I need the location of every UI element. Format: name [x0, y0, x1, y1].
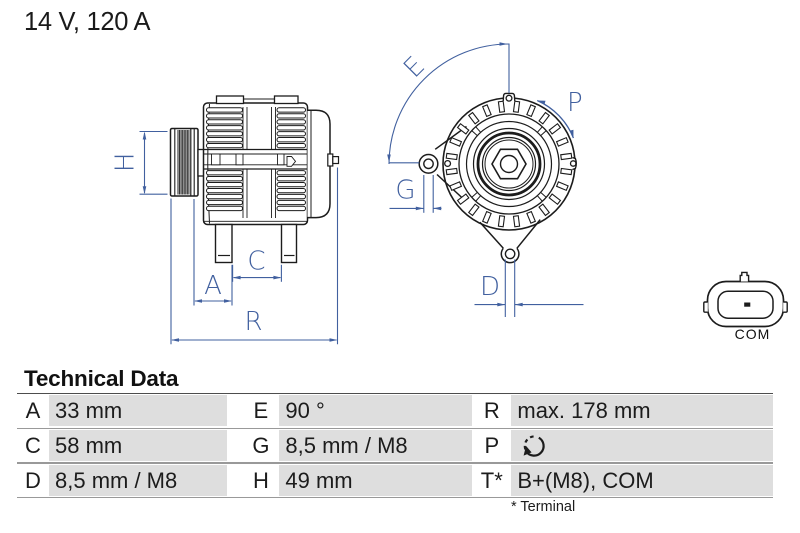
technical-drawing: H A C R E P G D: [111, 42, 788, 345]
rotation-direction-icon: [523, 434, 546, 457]
table-row-separator: [17, 496, 773, 499]
table-value-cell: [511, 430, 773, 462]
table-key-cell: C: [17, 430, 49, 462]
pulley: [169, 127, 199, 197]
table-value-cell: 58 mm: [49, 430, 228, 462]
b-plus-terminal: [327, 153, 340, 167]
dim-label-e: E: [398, 51, 431, 84]
table-value-cell: 90 °: [279, 395, 473, 427]
connector-label: COM: [734, 326, 771, 342]
table-key-cell: E: [227, 395, 280, 427]
dim-label-d: D: [480, 272, 500, 302]
table-value-cell: 8,5 mm / M8: [279, 430, 473, 462]
table-title: Technical Data: [24, 366, 179, 391]
table-key-cell: A: [17, 395, 49, 427]
dim-label-r: R: [244, 307, 262, 337]
table-row-separator: [17, 462, 773, 464]
side-view-drawing: [169, 95, 340, 264]
terminal-footnote: * Terminal: [511, 499, 576, 515]
stator-housing: [202, 95, 309, 226]
product-rating: 14 V, 120 A: [24, 8, 151, 36]
side-view-dimensions: [139, 130, 339, 345]
table-value-cell: 33 mm: [49, 395, 228, 427]
table-value-cell: 8,5 mm / M8: [49, 464, 228, 496]
dim-label-h: H: [111, 153, 141, 173]
table-key-cell: H: [227, 464, 280, 496]
table-row-separator: [17, 427, 773, 429]
table-key-cell: R: [472, 395, 512, 427]
rear-cover: [307, 109, 331, 219]
dim-label-a: A: [204, 271, 222, 301]
table-value-cell: B+(M8), COM: [511, 464, 773, 496]
mounting-feet: [214, 223, 298, 264]
dim-label-g: G: [395, 176, 415, 206]
table-key-cell: T*: [472, 464, 512, 496]
dim-label-p: P: [567, 88, 583, 118]
table-value-cell: max. 178 mm: [511, 395, 773, 427]
connector-icon: [703, 271, 788, 328]
front-view-drawing: [418, 92, 577, 264]
table-value-cell: 49 mm: [279, 464, 473, 496]
table-key-cell: G: [227, 430, 280, 462]
front-view-dimensions: [387, 42, 584, 317]
dim-label-c: C: [247, 247, 265, 277]
table-key-cell: P: [472, 430, 512, 462]
table-key-cell: D: [17, 464, 49, 496]
